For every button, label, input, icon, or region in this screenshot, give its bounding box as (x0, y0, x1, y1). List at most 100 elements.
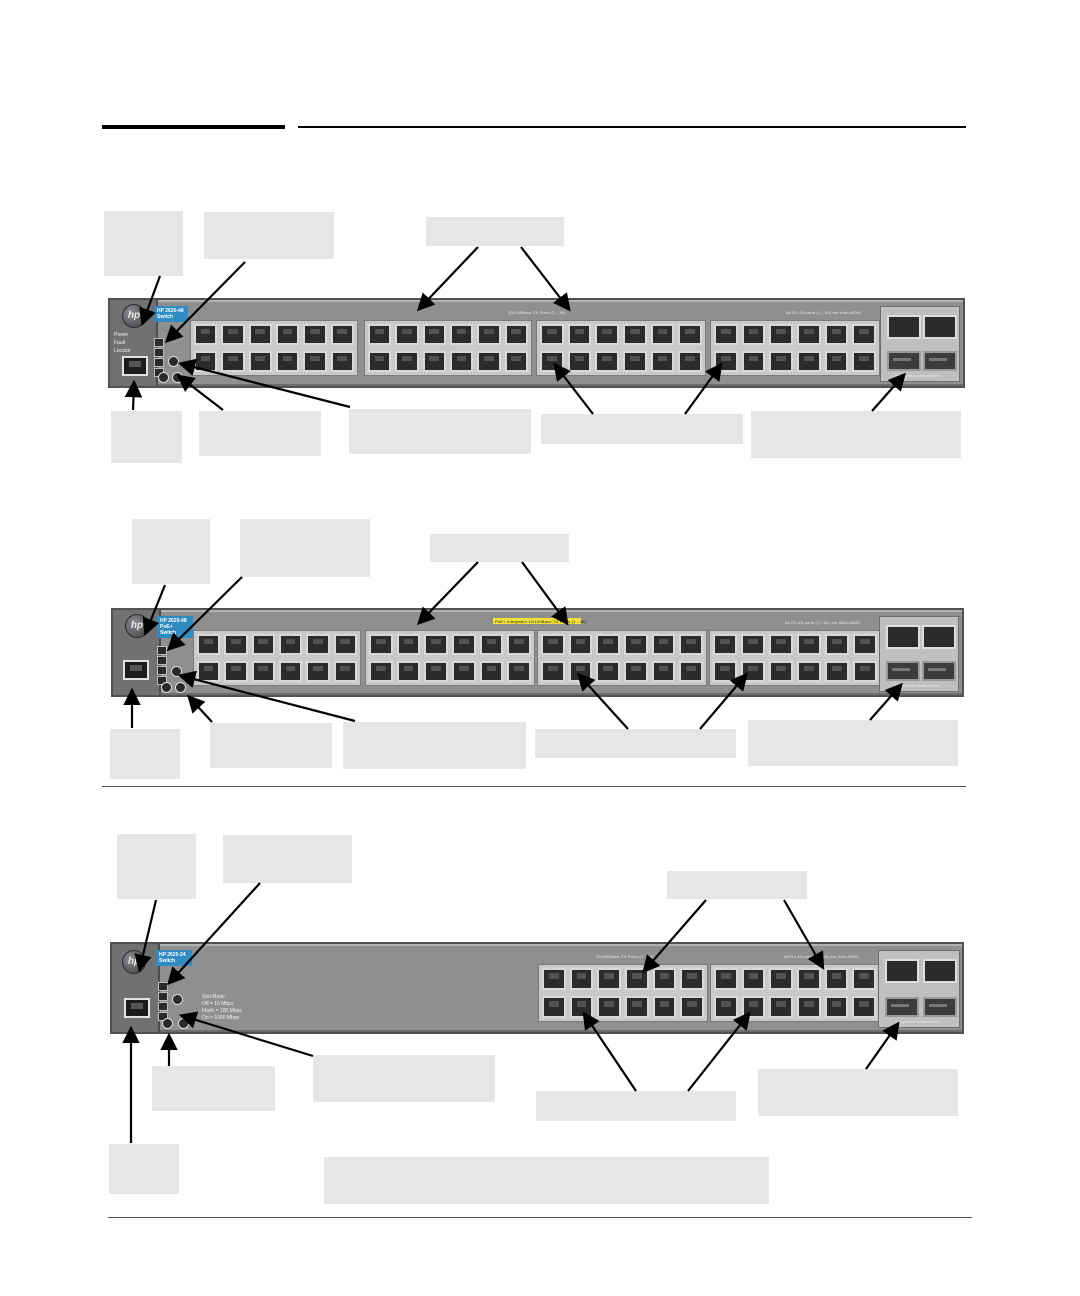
rj45-port (625, 968, 649, 990)
port-bank-2 (710, 964, 880, 1022)
rj45-port (306, 634, 329, 655)
console-port (122, 356, 148, 376)
uplink-rj45-b (923, 959, 957, 983)
ports-caption: 10/100Base-TX Ports (1 - 24) (596, 954, 654, 959)
model-label: HP 2620-48 PoE+ Switch (157, 616, 193, 638)
callout-sfp-1 (751, 411, 961, 458)
header-rule-thick (102, 125, 285, 129)
rj45-port (568, 351, 592, 372)
callout-console-1 (111, 411, 182, 463)
mode-legend-4: On = 1000 Mbps (202, 1015, 239, 1021)
clear-button[interactable] (172, 372, 183, 383)
supported-transceivers-text: Supported transceivers (895, 373, 941, 378)
led-mode-button[interactable] (171, 666, 182, 677)
rj45-port (477, 351, 500, 372)
uplink-rj45-a (885, 959, 919, 983)
sfp-slot-b (923, 997, 957, 1017)
uplink-rj45-b (922, 625, 956, 649)
sfp-slot-a (887, 351, 921, 371)
console-port (123, 660, 149, 680)
rj45-port (542, 968, 566, 990)
fault-led-label: Fault (114, 340, 125, 346)
rj45-port (424, 634, 448, 655)
callout-console-2 (110, 729, 180, 779)
rj45-port (741, 634, 765, 655)
rj45-port (825, 661, 849, 682)
uplink-block: Supported transceivers (878, 950, 960, 1028)
rj45-port (194, 324, 217, 345)
port-bank-2 (365, 630, 535, 686)
sfp-slot-a (885, 997, 919, 1017)
led-mode-indicators (154, 338, 164, 372)
clear-button[interactable] (175, 682, 186, 693)
console-port (124, 998, 150, 1018)
supported-transceivers-text: Supported transceivers (894, 683, 940, 688)
rj45-port (742, 968, 766, 990)
mdix-caption: All RJ-45 ports (1 - 50) are Auto-MDIX (785, 620, 860, 625)
rj45-port (769, 351, 793, 372)
rj45-port (221, 351, 244, 372)
rj45-port (570, 996, 594, 1018)
sfp-slot-b (923, 351, 957, 371)
rj45-port (742, 996, 766, 1018)
header-rule-thin (298, 126, 966, 128)
rj45-port (713, 661, 737, 682)
rj45-port (569, 661, 593, 682)
callout-led-mode-3 (313, 1055, 495, 1102)
supported-transceivers-text: Supported transceivers (895, 1019, 941, 1024)
rj45-port (742, 324, 766, 345)
reset-button[interactable] (158, 372, 169, 383)
led-mode-button[interactable] (172, 994, 183, 1005)
rj45-port (480, 661, 504, 682)
port-bank-2 (364, 320, 532, 376)
rj45-port (249, 351, 272, 372)
rj45-port (625, 996, 649, 1018)
mdix-caption: All RJ-45 ports (1 - 26) are Auto-MDIX (784, 954, 859, 959)
rj45-port (852, 324, 876, 345)
rj45-port (623, 324, 647, 345)
callout-reset-1 (199, 411, 321, 456)
reset-button[interactable] (161, 682, 172, 693)
rj45-port (624, 661, 648, 682)
rj45-port (678, 351, 702, 372)
rj45-port (252, 661, 275, 682)
port-bank-1 (193, 630, 361, 686)
rj45-port (276, 324, 299, 345)
rj45-port (797, 634, 821, 655)
led-mode-button[interactable] (168, 356, 179, 367)
mode-legend-3: Flash = 100 Mbps (202, 1008, 242, 1014)
rj45-port (541, 661, 565, 682)
rj45-port (303, 351, 326, 372)
rj45-port (852, 996, 876, 1018)
clear-button[interactable] (178, 1018, 189, 1029)
rj45-port (541, 634, 565, 655)
rj45-port (369, 634, 393, 655)
rj45-port (450, 324, 473, 345)
rj45-port (542, 996, 566, 1018)
port-bank-1 (190, 320, 358, 376)
rj45-port (713, 634, 737, 655)
rj45-port (597, 968, 621, 990)
rj45-port (221, 324, 244, 345)
rj45-port (680, 996, 704, 1018)
port-bank-3 (537, 630, 707, 686)
rj45-port (623, 351, 647, 372)
rj45-port (769, 324, 793, 345)
rj45-port (651, 324, 675, 345)
callout-reset-3 (152, 1066, 275, 1111)
switch-24-port: hp HP 2620-24 Switch Spd Mode Off = 10 M… (110, 942, 964, 1034)
rj45-port (303, 324, 326, 345)
callout-ports-top-3 (667, 871, 807, 899)
rj45-port (480, 634, 504, 655)
callout-hp-logo-3 (117, 834, 196, 899)
sfp-slot-b (922, 661, 956, 681)
rj45-port (450, 351, 473, 372)
rj45-port (852, 351, 876, 372)
rj45-port (334, 634, 357, 655)
callout-reset-2 (210, 723, 332, 768)
rj45-port (769, 996, 793, 1018)
rj45-port (424, 661, 448, 682)
rj45-port (596, 634, 620, 655)
reset-button[interactable] (162, 1018, 173, 1029)
rj45-port (852, 968, 876, 990)
